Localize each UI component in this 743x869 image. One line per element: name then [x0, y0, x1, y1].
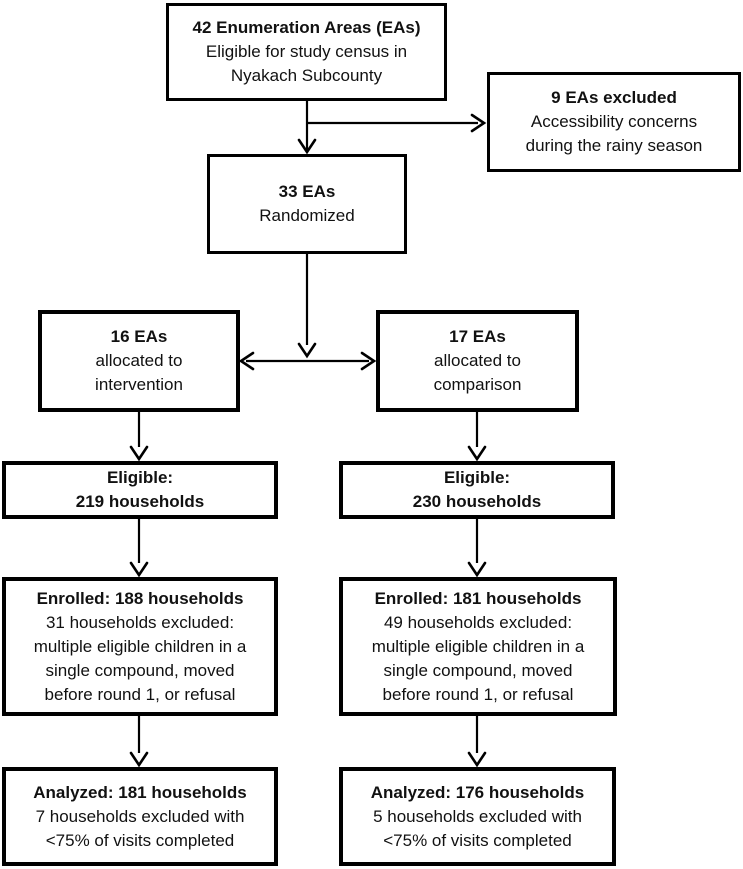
comparison-title: 17 EAs — [449, 327, 506, 346]
arrow-enrolled-to-analyzed-intervention — [129, 716, 149, 768]
enrolled-intervention-title: Enrolled: 188 households — [36, 588, 244, 608]
enrolled-intervention-line2: 31 households excluded: — [45, 612, 235, 632]
analyzed-comparison-title: Analyzed: 176 households — [370, 782, 585, 802]
analyzed-intervention-line3: <75% of visits completed — [45, 830, 235, 850]
enrolled-comparison-line2: 49 households excluded: — [383, 612, 573, 632]
census-title: 42 Enumeration Areas (EAs) — [192, 18, 421, 37]
enrolled-intervention-box: Enrolled: 188 households 31 households e… — [2, 577, 278, 716]
arrow-intervention-to-eligible — [129, 412, 149, 462]
analyzed-intervention-box: Analyzed: 181 households 7 households ex… — [2, 767, 278, 866]
analyzed-comparison-line3: <75% of visits completed — [383, 830, 572, 850]
enrolled-intervention-line5: before round 1, or refusal — [44, 684, 236, 704]
excluded-box: 9 EAs excluded Accessibility concerns du… — [487, 72, 741, 172]
census-line3: Nyakach Subcounty — [230, 66, 383, 85]
randomized-box: 33 EAs Randomized — [207, 154, 407, 254]
intervention-box: 16 EAs allocated to intervention — [38, 310, 240, 412]
comparison-line2: allocated to — [434, 351, 521, 370]
analyzed-comparison-box: Analyzed: 176 households 5 households ex… — [339, 767, 616, 866]
eligible-intervention-box: Eligible: 219 households — [2, 461, 278, 519]
arrow-randomized-to-branch — [297, 254, 317, 359]
eligible-intervention-title: Eligible: — [106, 468, 174, 487]
analyzed-comparison-line2: 5 households excluded with — [373, 806, 582, 826]
excluded-line3: during the rainy season — [525, 136, 703, 155]
arrow-census-to-randomized — [297, 101, 317, 155]
enrolled-intervention-line4: single compound, moved — [45, 660, 235, 680]
comparison-line3: comparison — [433, 375, 522, 394]
eligible-comparison-box: Eligible: 230 households — [339, 461, 615, 519]
enrolled-intervention-line3: multiple eligible children in a — [33, 636, 247, 656]
eligible-comparison-line2: 230 households — [412, 492, 542, 511]
comparison-box: 17 EAs allocated to comparison — [376, 310, 579, 412]
excluded-title: 9 EAs excluded — [551, 88, 677, 107]
intervention-title: 16 EAs — [110, 327, 168, 346]
analyzed-intervention-line2: 7 households excluded with — [35, 806, 245, 826]
enrolled-comparison-line5: before round 1, or refusal — [382, 684, 574, 704]
enrolled-comparison-box: Enrolled: 181 households 49 households e… — [339, 577, 617, 716]
arrow-branch-double-horizontal — [238, 351, 377, 371]
analyzed-intervention-title: Analyzed: 181 households — [33, 782, 247, 802]
randomized-title: 33 EAs — [278, 182, 336, 201]
intervention-line2: allocated to — [95, 351, 183, 370]
eligible-comparison-title: Eligible: — [443, 468, 511, 487]
arrow-eligible-to-enrolled-comparison — [467, 519, 487, 578]
enrolled-comparison-line4: single compound, moved — [383, 660, 573, 680]
enrolled-comparison-title: Enrolled: 181 households — [374, 588, 582, 608]
arrow-eligible-to-enrolled-intervention — [129, 519, 149, 578]
arrow-comparison-to-eligible — [467, 412, 487, 462]
excluded-line2: Accessibility concerns — [530, 112, 698, 131]
census-box: 42 Enumeration Areas (EAs) Eligible for … — [166, 3, 447, 101]
enrolled-comparison-line3: multiple eligible children in a — [371, 636, 585, 656]
randomized-line2: Randomized — [259, 206, 355, 225]
intervention-line3: intervention — [95, 375, 183, 394]
arrow-enrolled-to-analyzed-comparison — [467, 716, 487, 768]
eligible-intervention-line2: 219 households — [75, 492, 205, 511]
census-line2: Eligible for study census in — [205, 42, 408, 61]
arrow-census-to-excluded — [307, 113, 487, 133]
